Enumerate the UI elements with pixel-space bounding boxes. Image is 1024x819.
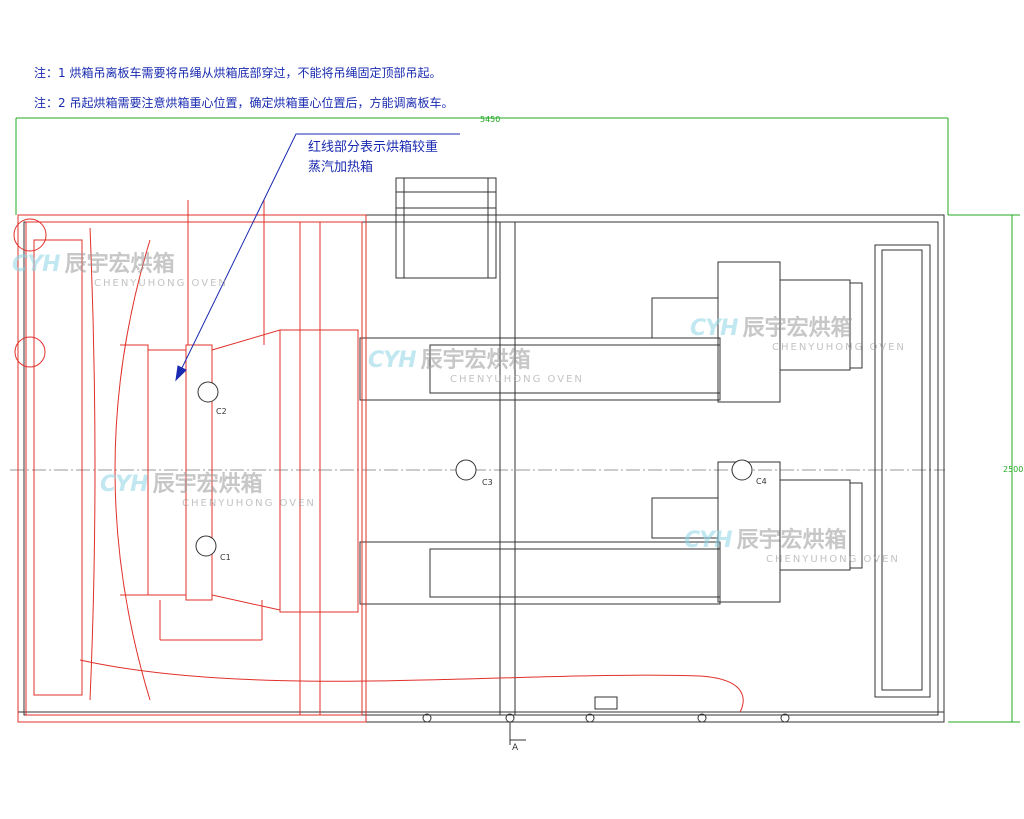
center-of-gravity-markers (195, 381, 753, 557)
width-dimension-label: 5450 (480, 115, 500, 124)
callout-line-2: 蒸汽加热箱 (308, 160, 374, 175)
cog-label-c3: C3 (482, 478, 493, 487)
cog-label-c1: C1 (220, 553, 231, 562)
callout-arrow (175, 133, 460, 382)
note-1: 注：1 烘箱吊离板车需要将吊绳从烘箱底部穿过，不能将吊绳固定顶部吊起。 (34, 66, 442, 80)
steam-heating-box-red (13, 200, 744, 723)
cog-label-c4: C4 (756, 477, 767, 486)
note-2: 注：2 吊起烘箱需要注意烘箱重心位置，确定烘箱重心位置后，方能调离板车。 (34, 96, 454, 110)
callout-line-1: 红线部分表示烘箱较重 (308, 140, 439, 155)
dimension-lines (15, 117, 1020, 723)
cog-label-c2: C2 (216, 407, 227, 416)
oven-frame-dark (17, 177, 945, 745)
height-dimension-label: 2500 (1003, 465, 1023, 474)
section-label-a: A (512, 743, 519, 753)
bottom-fittings (422, 713, 790, 723)
